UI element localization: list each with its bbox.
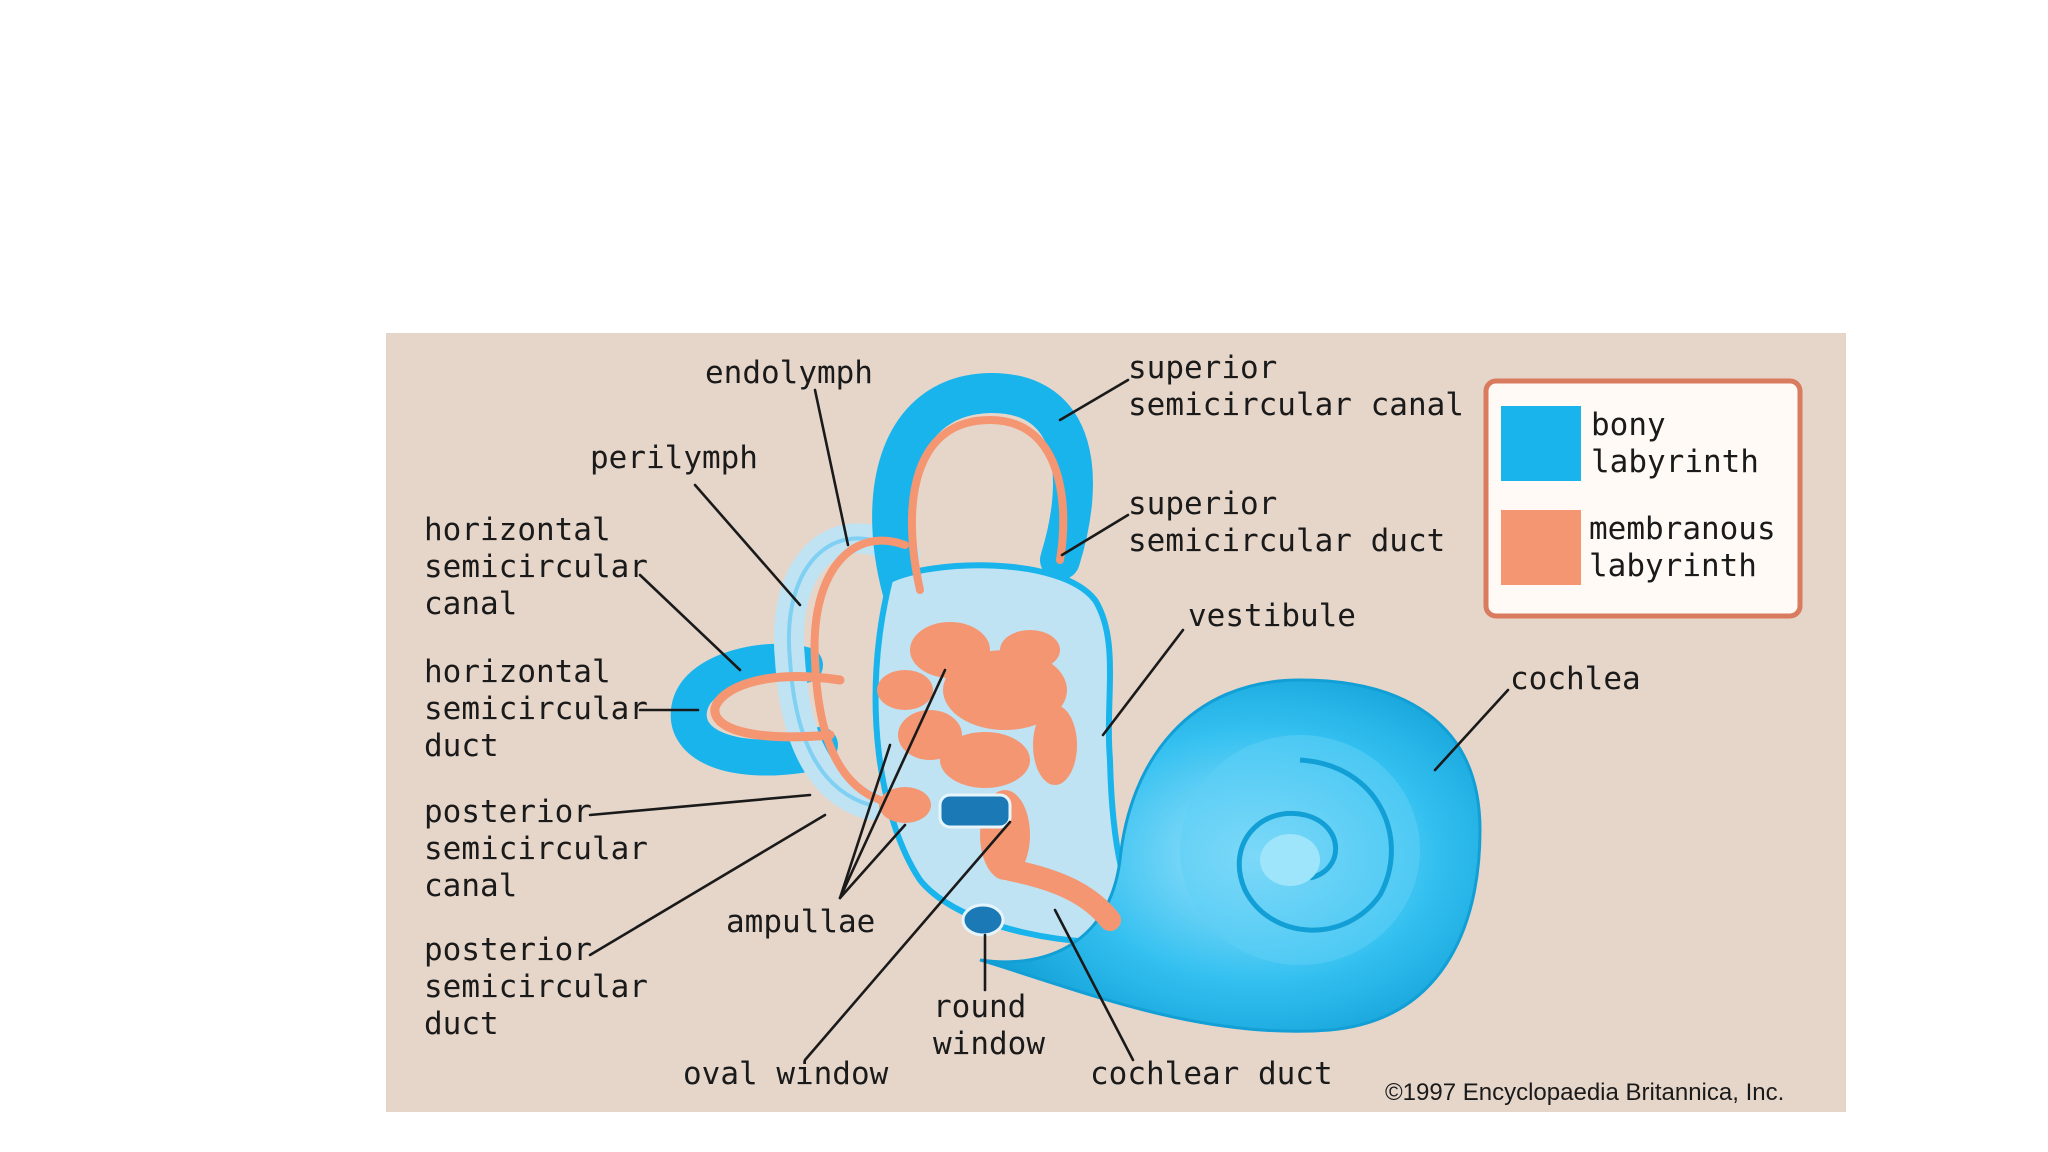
label-ampullae: ampullae xyxy=(726,904,875,940)
svg-text:semicircular: semicircular xyxy=(424,969,648,1005)
svg-text:duct: duct xyxy=(424,1006,499,1042)
svg-text:posterior: posterior xyxy=(424,794,592,830)
label-superior-semicircular-canal: superior semicircular canal xyxy=(1128,350,1464,423)
svg-text:duct: duct xyxy=(424,728,499,764)
label-endolymph: endolymph xyxy=(705,355,873,391)
label-superior-semicircular-duct: superior semicircular duct xyxy=(1128,486,1445,559)
legend-label-bony-1: bony xyxy=(1591,407,1666,443)
legend-swatch-membranous xyxy=(1501,510,1581,585)
label-horizontal-semicircular-duct: horizontal semicircular duct xyxy=(424,654,648,764)
leader-lines xyxy=(588,378,1510,1062)
round-window-shape xyxy=(961,903,1005,937)
svg-text:round: round xyxy=(933,989,1026,1025)
membranous-labyrinth-shape xyxy=(710,415,1121,931)
label-perilymph: perilymph xyxy=(590,440,758,476)
copyright-notice: ©1997 Encyclopaedia Britannica, Inc. xyxy=(1385,1079,1784,1106)
svg-text:window: window xyxy=(933,1026,1045,1062)
legend-label-bony-2: labyrinth xyxy=(1591,444,1759,480)
legend: bony labyrinth membranous labyrinth xyxy=(1483,378,1803,619)
label-posterior-semicircular-canal: posterior semicircular canal xyxy=(424,794,648,904)
svg-text:horizontal: horizontal xyxy=(424,654,611,690)
legend-label-membranous-1: membranous xyxy=(1589,511,1776,547)
svg-text:semicircular: semicircular xyxy=(424,831,648,867)
oval-window-shape xyxy=(938,793,1012,829)
svg-text:superior: superior xyxy=(1128,350,1277,386)
label-posterior-semicircular-duct: posterior semicircular duct xyxy=(424,932,648,1042)
svg-text:canal: canal xyxy=(424,586,517,622)
label-vestibule: vestibule xyxy=(1188,598,1356,634)
legend-swatch-bony xyxy=(1501,406,1581,481)
svg-text:canal: canal xyxy=(424,868,517,904)
label-round-window: round window xyxy=(933,989,1045,1062)
svg-text:posterior: posterior xyxy=(424,932,592,968)
svg-text:semicircular: semicircular xyxy=(424,549,648,585)
label-horizontal-semicircular-canal: horizontal semicircular canal xyxy=(424,512,648,622)
legend-label-membranous-2: labyrinth xyxy=(1589,548,1757,584)
label-oval-window: oval window xyxy=(683,1056,889,1092)
bony-labyrinth-shape xyxy=(670,372,1482,1033)
label-cochlear-duct: cochlear duct xyxy=(1090,1056,1333,1092)
svg-text:semicircular duct: semicircular duct xyxy=(1128,523,1445,559)
svg-text:superior: superior xyxy=(1128,486,1277,522)
svg-text:semicircular canal: semicircular canal xyxy=(1128,387,1464,423)
svg-text:semicircular: semicircular xyxy=(424,691,648,727)
svg-text:horizontal: horizontal xyxy=(424,512,611,548)
label-cochlea: cochlea xyxy=(1510,661,1641,697)
